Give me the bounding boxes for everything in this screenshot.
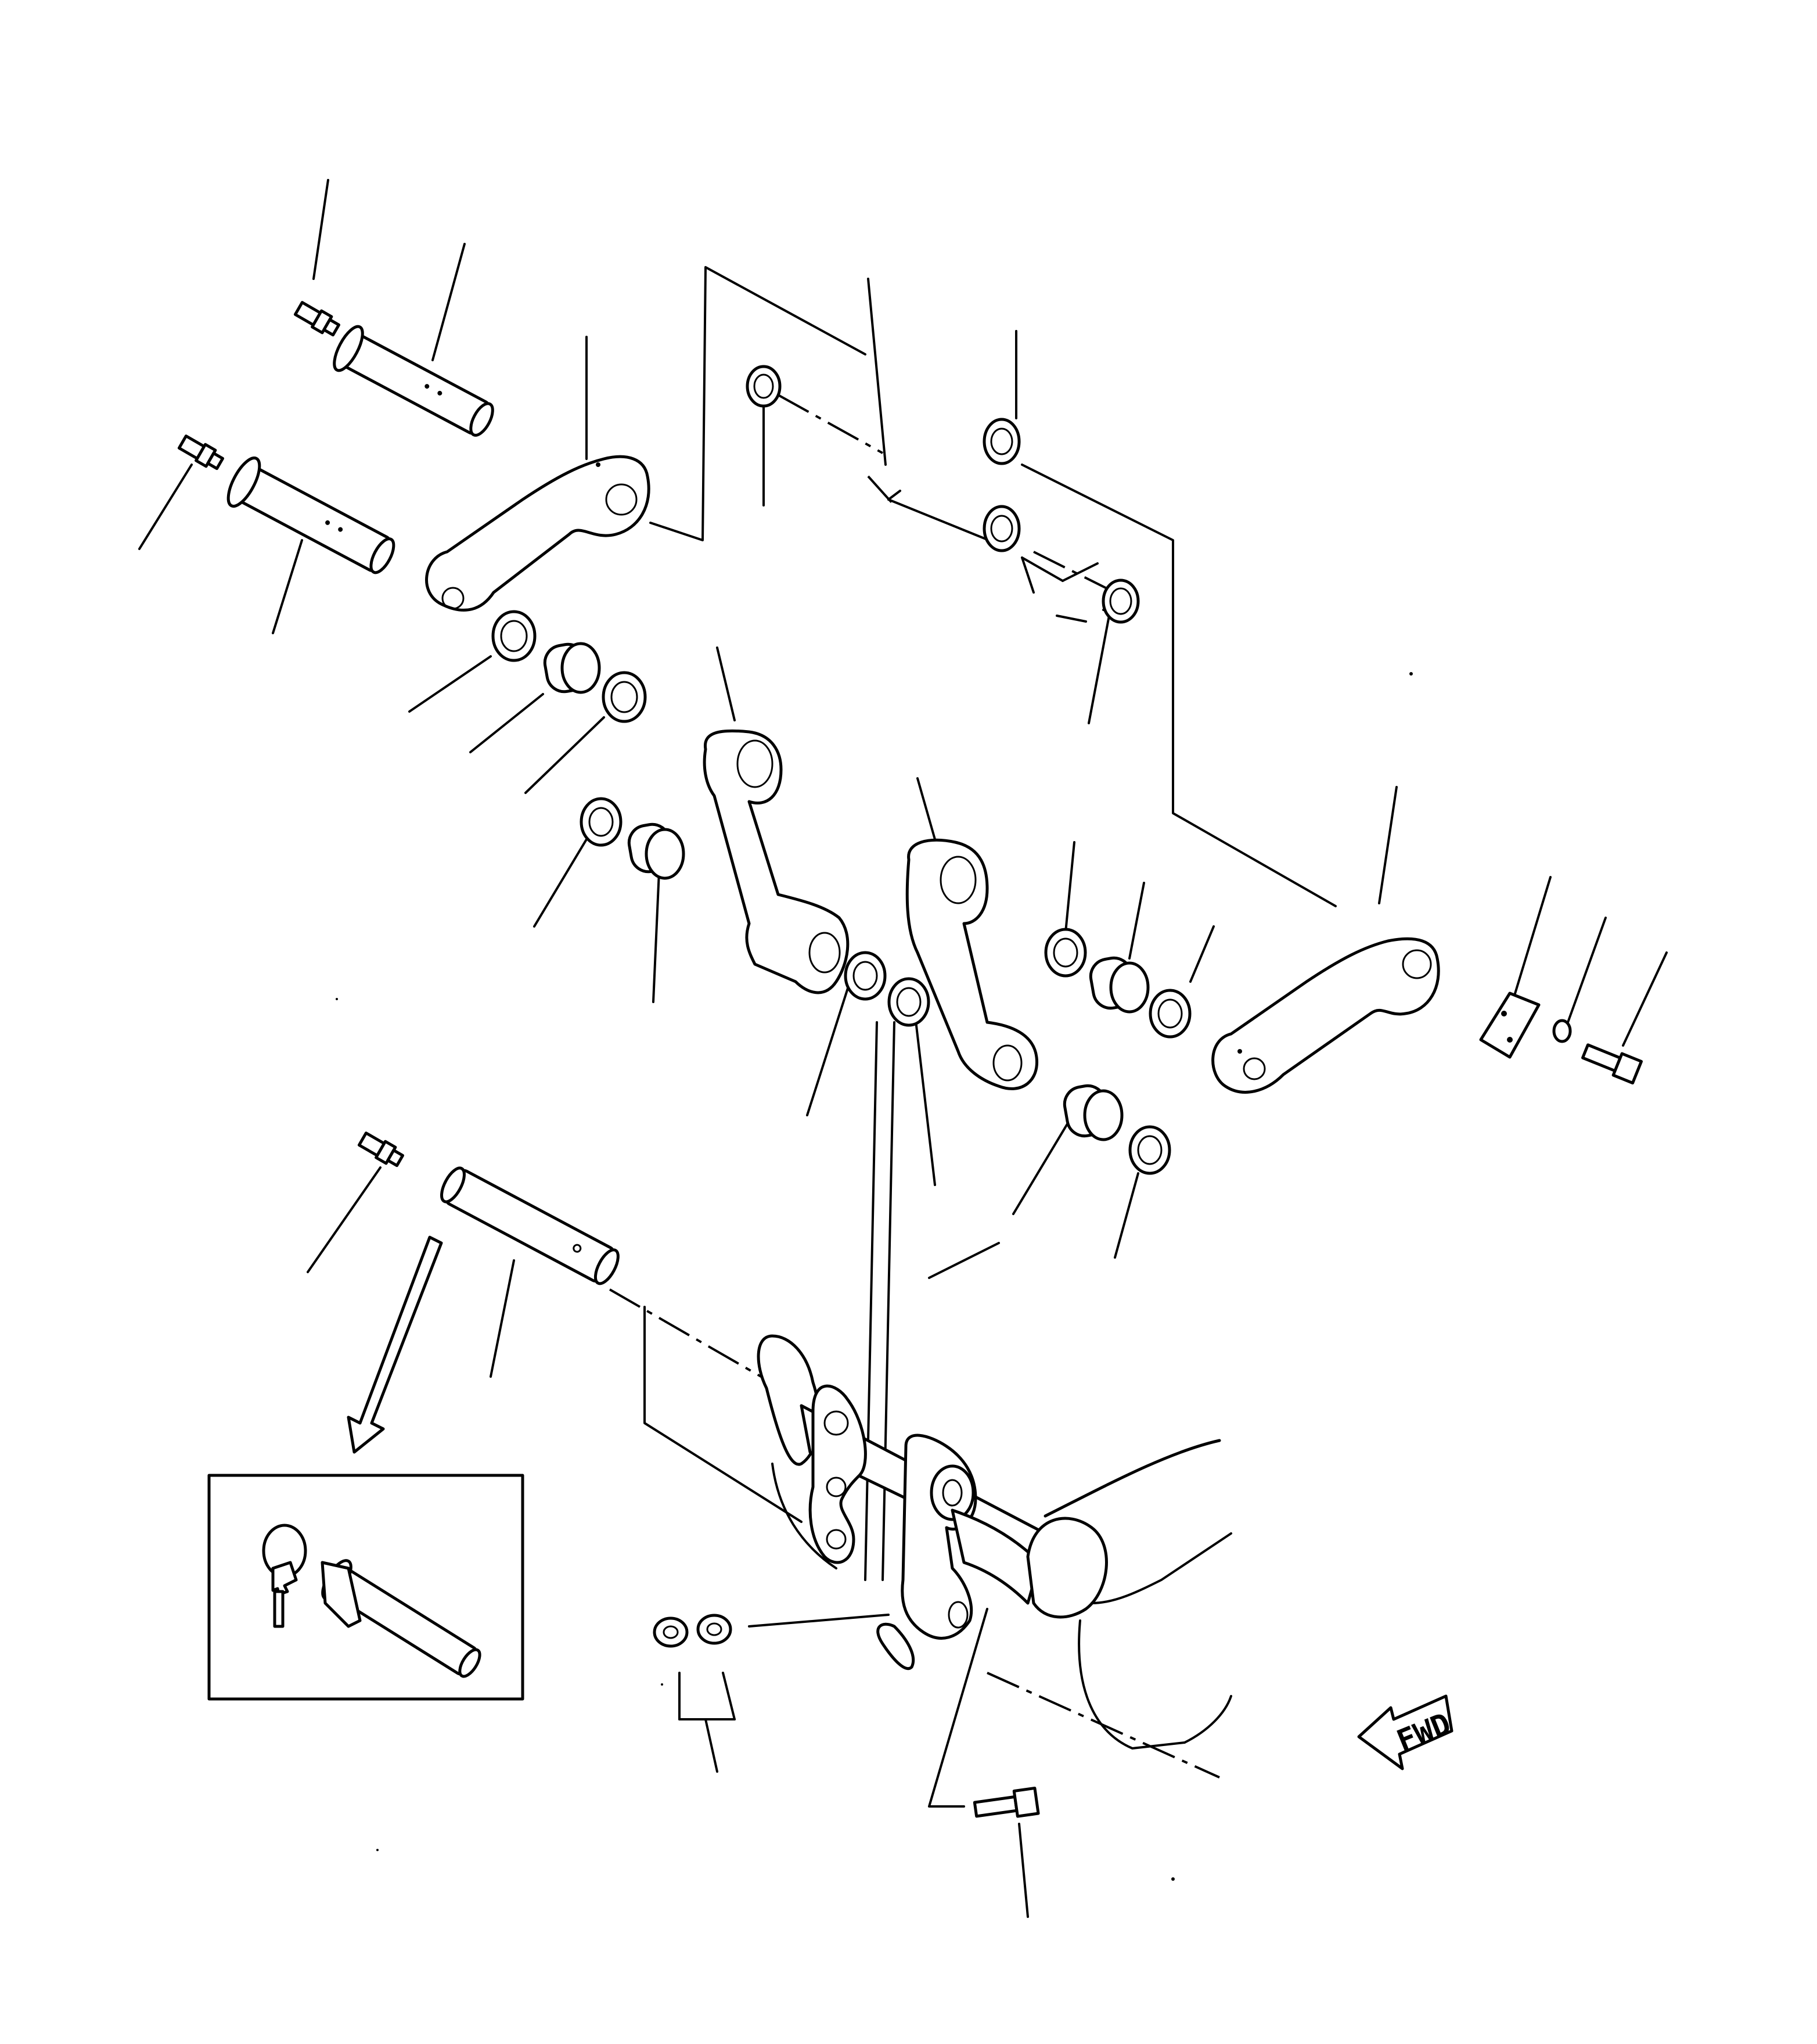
bearing-5 (887, 977, 930, 1027)
thrust-washer-2 (983, 418, 1021, 465)
inset-detail (207, 1474, 524, 1701)
bellcrank-lever-upper (425, 455, 650, 612)
bolt-lower (973, 1786, 1040, 1818)
bellcrank-lever-lower (1211, 937, 1440, 1094)
lock-plate (1479, 992, 1541, 1059)
thrust-washer-1 (746, 365, 782, 408)
thrust-washer-4 (1102, 579, 1140, 624)
link-arm-right (905, 838, 1039, 1090)
thrust-washer-3 (983, 505, 1021, 552)
pin-lower (226, 457, 395, 574)
nut-2 (696, 1614, 732, 1645)
bushing-2 (627, 822, 685, 880)
link-arm-left (703, 729, 850, 994)
pin-upper (333, 325, 494, 437)
frame-housing (757, 1334, 1232, 1750)
inset-pointer-arrow (347, 1235, 443, 1454)
bushing-1 (543, 642, 601, 694)
grease-fitting-upper (293, 301, 340, 337)
bearing-1 (491, 610, 537, 662)
scan-specks (336, 672, 1413, 1881)
fwd-direction-marker: FWD (1357, 1694, 1456, 1770)
nut-1 (653, 1616, 689, 1648)
bolt-right (1581, 1043, 1643, 1085)
spring-washer (1552, 1019, 1572, 1043)
grease-fitting-lower (177, 434, 224, 470)
bearing-8 (1128, 1125, 1171, 1175)
bushing-4 (1063, 1084, 1124, 1141)
bearing-4 (844, 951, 887, 1001)
bearing-3 (580, 797, 623, 847)
leader-lines (138, 179, 1668, 1918)
forward-arrow-icon (1357, 1694, 1453, 1770)
bearing-6 (1044, 928, 1087, 978)
bearing-7 (1149, 989, 1192, 1039)
pin-long (440, 1166, 620, 1285)
bearing-2 (602, 671, 647, 723)
grease-fitting-mid (357, 1131, 404, 1168)
bushing-3 (1089, 956, 1150, 1014)
